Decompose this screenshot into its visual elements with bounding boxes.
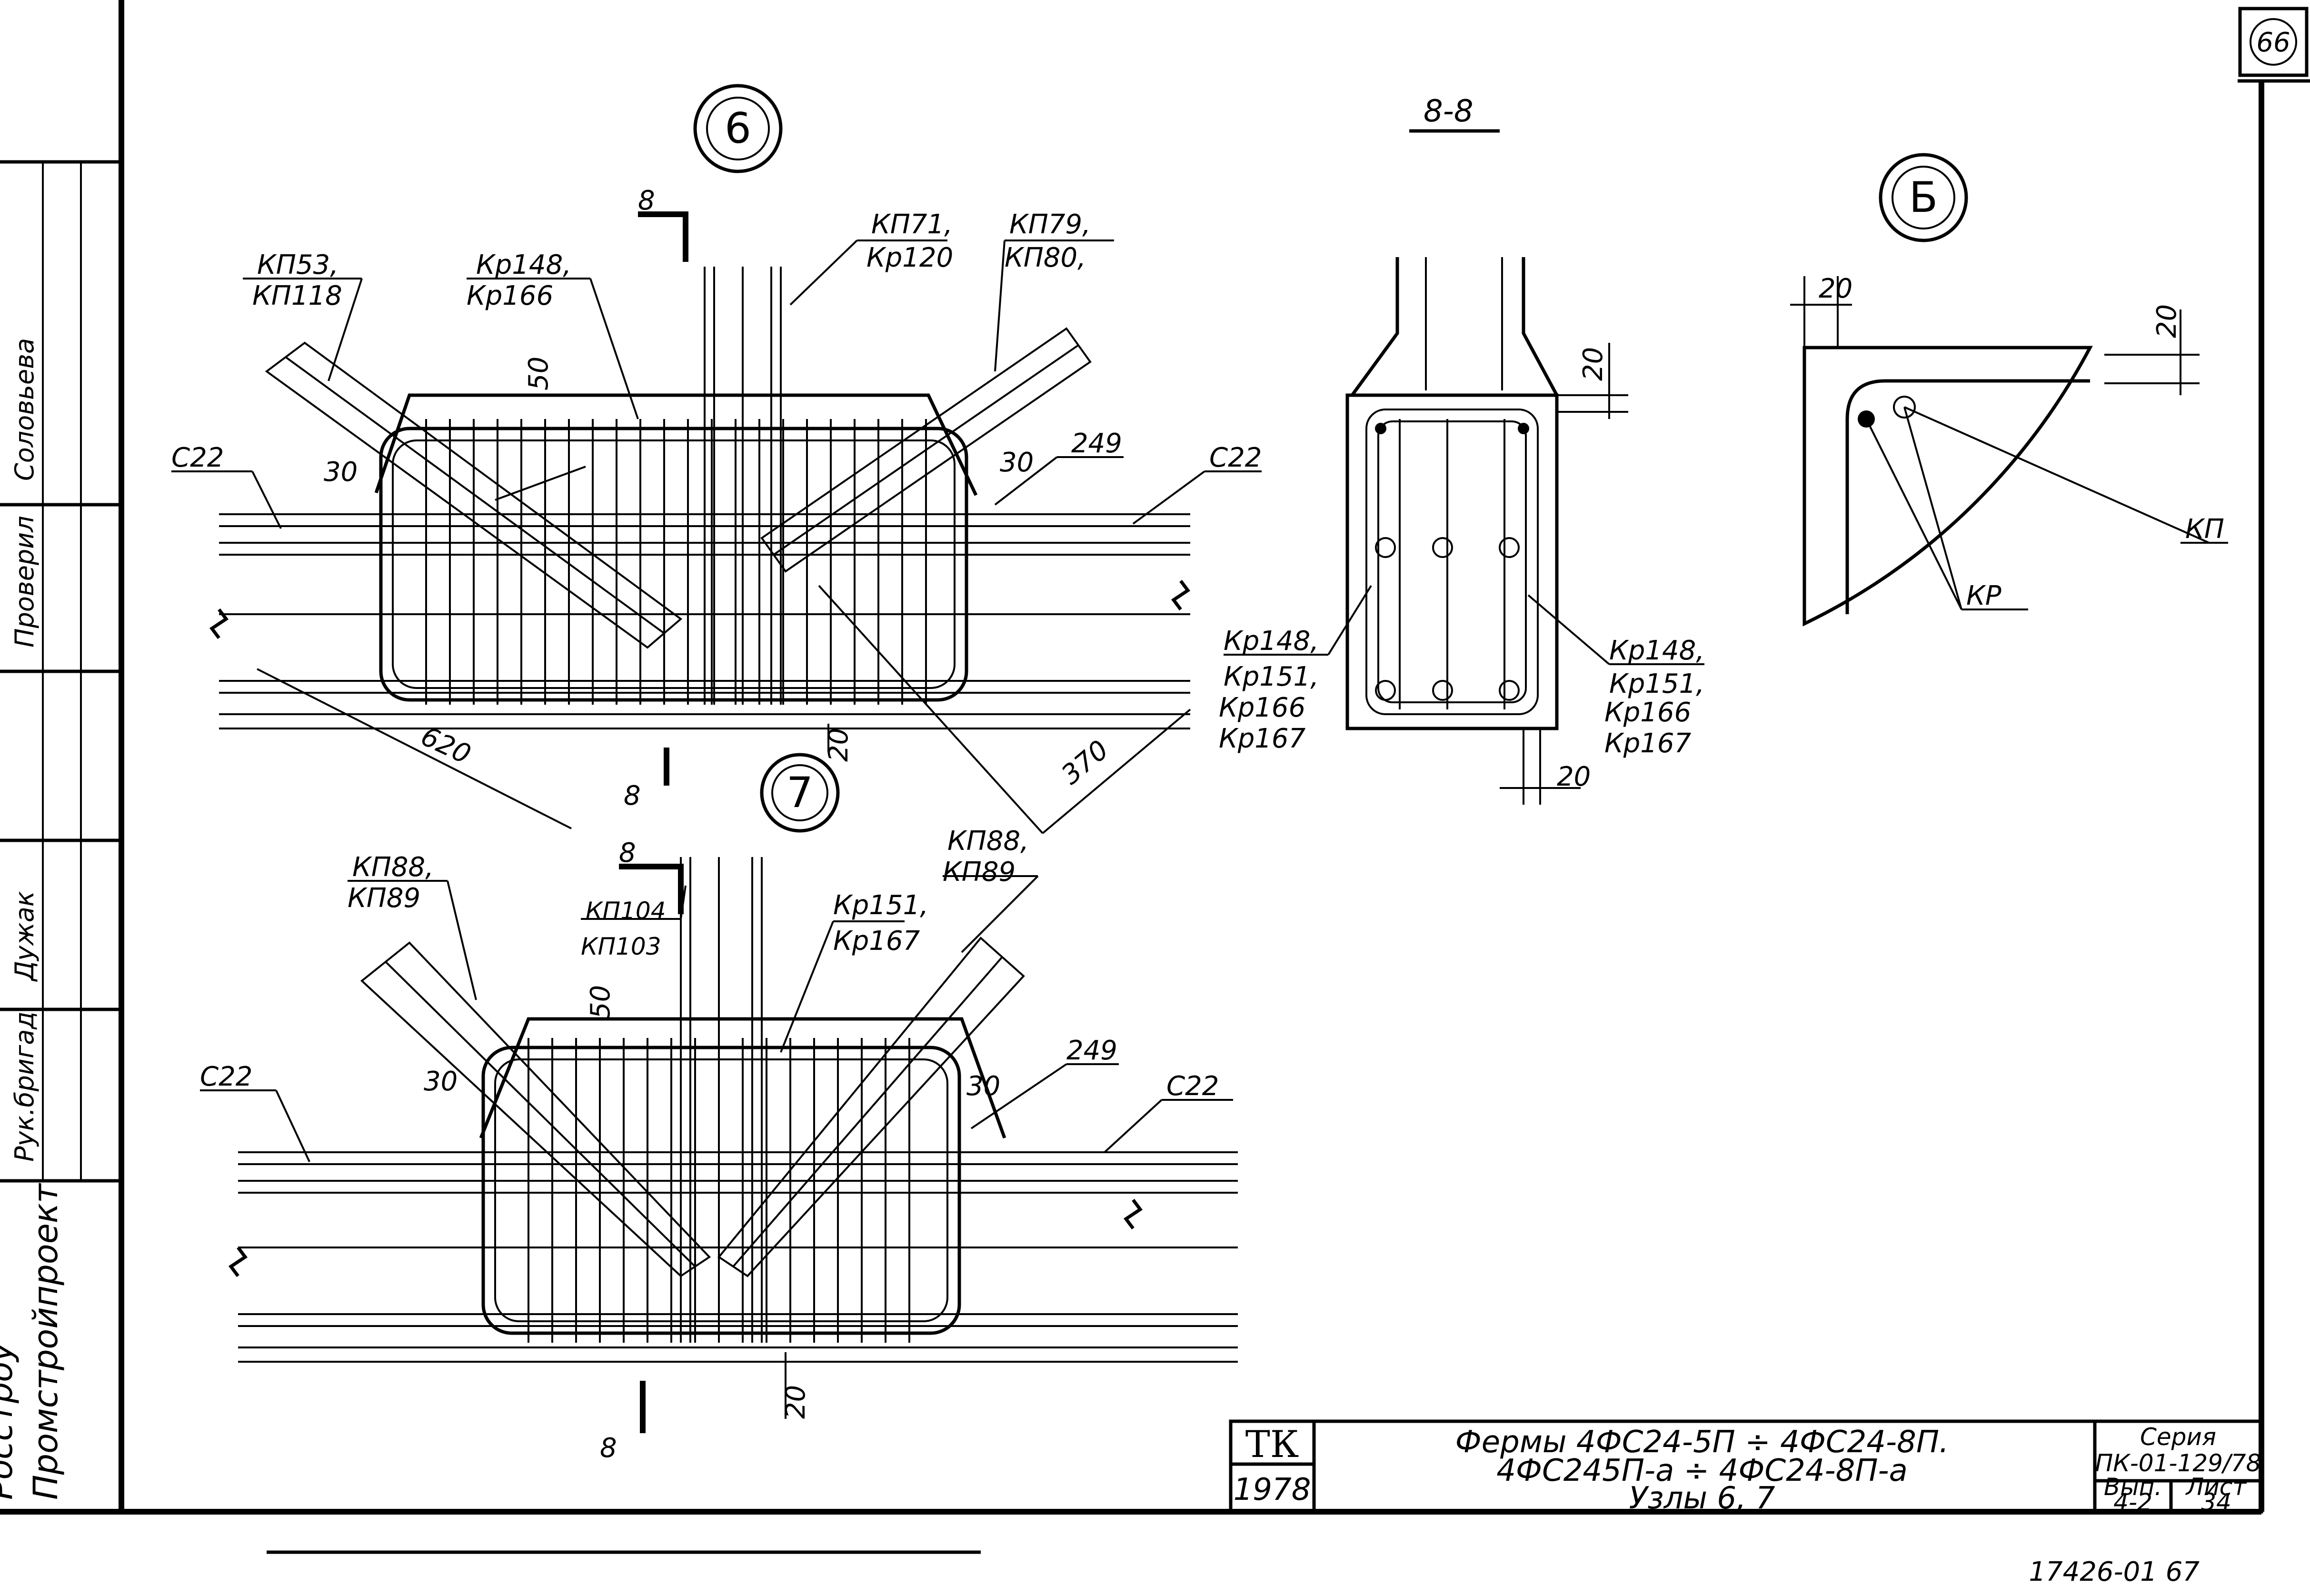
node6-20: 20 <box>823 728 854 762</box>
title-block: ТК 1978 Фермы 4ФС24-5П ÷ 4ФС24-8П. 4ФС24… <box>1229 1419 2263 1516</box>
section-bb-right-label-4: Кр167 <box>1604 728 1692 759</box>
node7-kr167: Кр167 <box>833 926 920 957</box>
node6-sec-top: 8 <box>638 185 655 216</box>
node6-kp118: КП118 <box>252 280 342 311</box>
node7-kp88: КП88, <box>352 852 434 883</box>
node6-30-right: 30 <box>1000 447 1034 478</box>
detail-b-dim-a: 20 <box>1819 273 1852 304</box>
section-bb-dim-top: 20 <box>1578 347 1609 381</box>
node6-kp53: КП53, <box>257 249 339 280</box>
staff-name-3: Соловьева <box>10 338 40 481</box>
staff-role-3: Проверил <box>10 516 40 648</box>
node-7-number: 7 <box>787 768 813 817</box>
series-label: Серия <box>2140 1423 2216 1451</box>
node7-c22-left: С22 <box>200 1061 252 1092</box>
detail-b-dim-b: 20 <box>2151 304 2182 338</box>
org-line-1: Росстроу <box>0 1341 20 1500</box>
title-year: 1978 <box>1234 1472 1311 1507</box>
node7-30-right: 30 <box>966 1071 1000 1102</box>
staff-role-1: Рук.бригад <box>10 1011 40 1162</box>
section-bb-left-label-3: Кр166 <box>1219 692 1305 723</box>
node6-c22-right: С22 <box>1209 442 1262 473</box>
org-line-2: Промстройпроект <box>26 1183 65 1500</box>
left-stamp-strip: Рук.бригад Дужак Проверил Соловьева Росс… <box>0 160 121 1500</box>
section-bb-left-label-2: Кр151, <box>1224 661 1319 692</box>
node6-kp79: КП79, <box>1009 209 1091 240</box>
node7-sec-bot: 8 <box>600 1433 617 1464</box>
node7-sec-top: 8 <box>619 838 636 868</box>
node6-249: 249 <box>1071 428 1122 459</box>
node7-kr151: Кр151, <box>833 890 928 921</box>
node6-kr120: Кр120 <box>866 242 953 273</box>
series-value: ПК-01-129/78 <box>2095 1449 2261 1477</box>
title-line-1: Фермы 4ФС24-5П ÷ 4ФС24-8П. <box>1455 1425 1949 1460</box>
node7-30-left: 30 <box>424 1066 458 1097</box>
section-bb-bars <box>1375 423 1529 701</box>
node6-kp80: КП80, <box>1005 242 1086 273</box>
section-bb-right-label-1: Кр148, <box>1609 635 1704 666</box>
section-bb-right-label-2: Кр151, <box>1609 668 1704 699</box>
staff-name-1: Дужак <box>10 891 40 982</box>
section-bb-right-label-3: Кр166 <box>1604 697 1691 728</box>
node7-kp103: КП103 <box>581 933 661 960</box>
detail-b-kr: КР <box>1966 580 2001 611</box>
node7-249: 249 <box>1066 1035 1117 1066</box>
sheet-label: Лист <box>2185 1473 2248 1501</box>
section-bb-title: 8-8 <box>1424 94 1474 129</box>
section-bb-left-label-4: Кр167 <box>1219 723 1306 754</box>
node6-50: 50 <box>523 357 554 390</box>
node7-kp89: КП89 <box>348 883 420 914</box>
node6-kr148: Кр148, <box>476 249 571 280</box>
section-bb: 8-8 20 20 Кр148, Кр151, <box>1219 94 1704 805</box>
node6-370: 370 <box>1055 734 1115 791</box>
sheet-number-badge: 66 <box>2238 7 2309 77</box>
node7-kp88-right: КП88, <box>947 826 1029 857</box>
node6-kr166: Кр166 <box>467 280 553 311</box>
node7-kp104: КП104 <box>586 897 666 925</box>
node-6-drawing: 6 8 8 <box>171 84 1262 834</box>
volume-value: 4-2 <box>2113 1488 2152 1516</box>
sheet-value: 34 <box>2201 1488 2231 1516</box>
sheet-frame <box>0 0 2310 1554</box>
node6-30-left: 30 <box>324 457 358 488</box>
node6-sec-bot: 8 <box>624 780 641 811</box>
node6-kp71: КП71, <box>871 209 953 240</box>
detail-b-kp: КП <box>2185 514 2224 545</box>
node7-20: 20 <box>780 1385 811 1419</box>
volume-label: Вып. <box>2104 1473 2162 1501</box>
node6-c22-left: С22 <box>171 442 224 473</box>
node-7-drawing: 7 8 8 <box>200 753 1238 1464</box>
sheet-number: 66 <box>2256 27 2290 58</box>
footer-number: 17426-01 67 <box>2029 1556 2200 1587</box>
title-org: ТК <box>1245 1423 1299 1466</box>
section-bb-dim-bottom: 20 <box>1557 761 1591 792</box>
title-line-3: Узлы 6, 7 <box>1629 1481 1775 1516</box>
node7-kp89-right: КП89 <box>943 857 1016 888</box>
node7-c22-right: С22 <box>1166 1071 1219 1102</box>
title-line-2: 4ФС245П-а ÷ 4ФС24-8П-а <box>1496 1453 1908 1488</box>
section-bb-left-label-1: Кр148, <box>1224 626 1319 657</box>
detail-b-letter: Б <box>1909 173 1938 222</box>
node-6-number: 6 <box>725 104 751 153</box>
node7-50: 50 <box>585 985 616 1019</box>
detail-b: Б КП КР 20 20 <box>1790 153 2228 627</box>
